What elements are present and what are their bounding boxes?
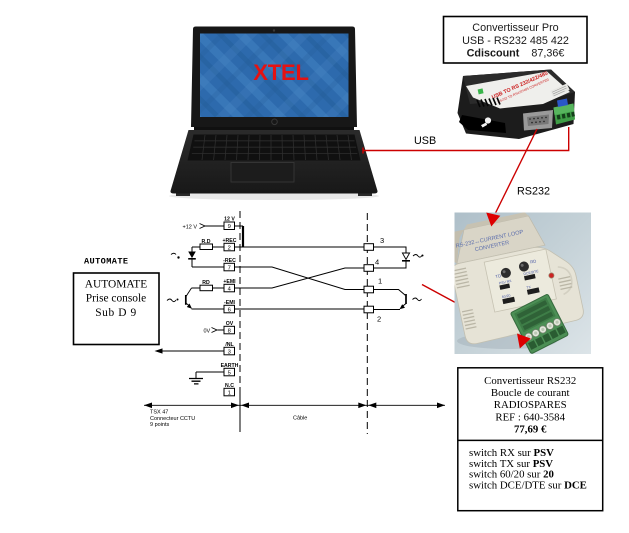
svg-text:2: 2 xyxy=(228,245,231,251)
svg-text:switch RX sur PSV: switch RX sur PSV xyxy=(469,447,554,459)
svg-text:7: 7 xyxy=(228,265,231,271)
svg-text:1: 1 xyxy=(378,277,382,286)
svg-text:Câble: Câble xyxy=(293,416,307,422)
svg-text:9: 9 xyxy=(228,224,231,230)
svg-text:-REC: -REC xyxy=(223,258,236,264)
svg-text:Boucle de courant: Boucle de courant xyxy=(491,387,570,399)
svg-text:+EMI: +EMI xyxy=(223,279,236,285)
svg-text:OV: OV xyxy=(226,321,234,327)
svg-text:TD: TD xyxy=(495,273,502,279)
svg-text:RD: RD xyxy=(530,258,537,264)
svg-text:switch 60/20 sur 20: switch 60/20 sur 20 xyxy=(469,469,554,481)
svg-text:Cdiscount 87,36€: Cdiscount 87,36€ xyxy=(467,47,565,59)
svg-text:DCE/DTE: DCE/DTE xyxy=(523,269,540,276)
svg-text:3: 3 xyxy=(228,349,231,355)
svg-text:USB - RS232 485 422: USB - RS232 485 422 xyxy=(462,35,569,47)
svg-text:+REC: +REC xyxy=(223,238,237,244)
svg-text:+12 V: +12 V xyxy=(183,225,198,231)
svg-text:R.D: R.D xyxy=(202,239,211,245)
svg-text:USB: USB xyxy=(414,135,436,147)
svg-text:2: 2 xyxy=(377,315,381,324)
svg-text:RD: RD xyxy=(202,280,210,286)
svg-text:4: 4 xyxy=(228,286,232,292)
svg-text:Convertisseur RS232: Convertisseur RS232 xyxy=(484,375,576,387)
svg-text:77,69 €: 77,69 € xyxy=(514,423,547,435)
svg-text:AUTOMATE: AUTOMATE xyxy=(84,257,128,267)
svg-text:8: 8 xyxy=(228,328,231,334)
svg-text:Connecteur CCTU: Connecteur CCTU xyxy=(150,416,195,422)
svg-text:RS232: RS232 xyxy=(517,186,550,198)
svg-text:9 points: 9 points xyxy=(150,422,170,428)
svg-text:Sub D 9: Sub D 9 xyxy=(95,307,137,319)
svg-text:Prise console: Prise console xyxy=(86,293,146,305)
svg-text:3: 3 xyxy=(380,236,384,245)
svg-text:XTEL: XTEL xyxy=(253,60,308,85)
svg-text:-EMI: -EMI xyxy=(224,300,236,306)
svg-text:60/20: 60/20 xyxy=(501,293,510,299)
svg-text:Convertisseur Pro: Convertisseur Pro xyxy=(472,22,558,34)
svg-text:switch DCE/DTE sur DCE: switch DCE/DTE sur DCE xyxy=(469,479,587,491)
svg-text:5: 5 xyxy=(228,370,231,376)
svg-text:N.C: N.C xyxy=(225,383,234,389)
svg-text:TSX 47: TSX 47 xyxy=(150,410,168,416)
svg-text:AUTOMATE: AUTOMATE xyxy=(85,278,147,290)
svg-text:switch TX sur PSV: switch TX sur PSV xyxy=(469,458,553,470)
svg-text:12 V: 12 V xyxy=(224,217,235,223)
svg-text:EARTH: EARTH xyxy=(221,363,239,369)
svg-text:RADIOSPARES: RADIOSPARES xyxy=(494,399,567,411)
svg-text:REF : 640-3584: REF : 640-3584 xyxy=(495,411,565,423)
svg-text:1: 1 xyxy=(228,390,231,396)
svg-text:4: 4 xyxy=(375,258,379,267)
svg-text:/NL: /NL xyxy=(225,342,234,348)
svg-text:TX: TX xyxy=(526,285,532,290)
svg-text:0V: 0V xyxy=(204,329,211,335)
svg-text:6: 6 xyxy=(228,307,231,313)
svg-text:PSV RX: PSV RX xyxy=(499,279,513,286)
